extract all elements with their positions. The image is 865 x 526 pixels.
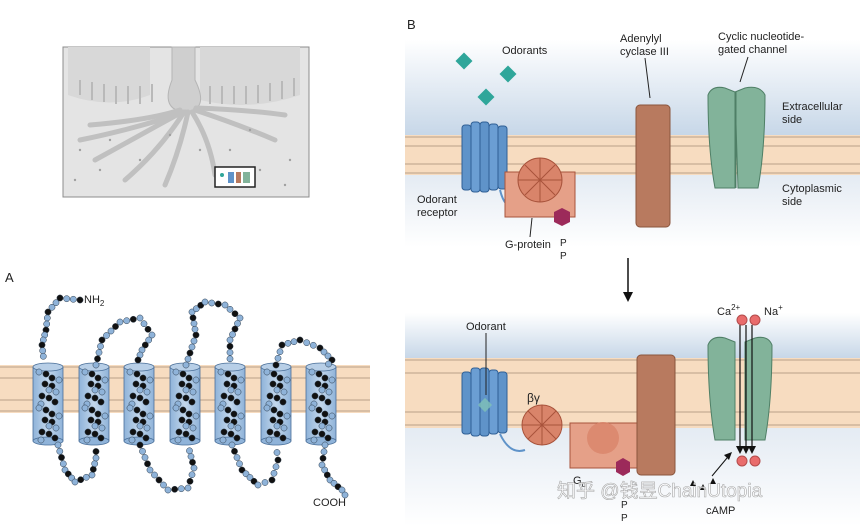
adenylyl-label-1: Adenylyl <box>620 33 662 45</box>
n-terminus-label: NH2 <box>84 294 105 308</box>
channel-leader <box>739 56 749 83</box>
ions <box>736 314 761 467</box>
seven-transmembrane-helices <box>32 362 337 446</box>
odorant-receptor-top <box>461 121 521 207</box>
cytoplasmic-label-1: Cytoplasmic <box>782 183 842 195</box>
c-terminus-label: COOH <box>313 497 346 509</box>
panel-a-letter: A <box>5 270 14 285</box>
transition-arrow <box>623 258 633 302</box>
camp-molecules <box>690 452 732 490</box>
watermark: 知乎 @钱昱ChainUtopia <box>557 480 763 502</box>
phosphate-label-1: P <box>560 238 567 249</box>
receptor-loops <box>38 294 349 499</box>
cng-channel-bottom <box>707 325 773 454</box>
odorant-label: Odorant <box>466 321 506 333</box>
g-alpha-subunit <box>569 422 639 476</box>
odorants-label: Odorants <box>502 45 548 57</box>
g-protein-label: G-protein <box>505 239 551 251</box>
extracellular-label-2: side <box>782 114 802 126</box>
beta-gamma-label: βγ <box>527 391 540 405</box>
g-alpha-label: Gα <box>573 475 587 489</box>
adenylyl-leader <box>644 57 651 99</box>
extracellular-label-1: Extracellular <box>782 101 843 113</box>
cng-channel-top <box>707 86 766 189</box>
channel-label-2: gated channel <box>718 44 787 56</box>
g-protein-leader <box>529 217 533 238</box>
g-protein-top <box>504 157 576 226</box>
cilia-inset <box>62 46 310 198</box>
camp-label: cAMP <box>706 505 735 517</box>
adenylyl-cyclase-top <box>635 104 671 228</box>
phosphate-bottom-2: P <box>621 513 628 524</box>
cytoplasmic-label-2: side <box>782 196 802 208</box>
odorant-receptor-bottom <box>461 367 526 452</box>
channel-label-1: Cyclic nucleotide- <box>718 31 805 43</box>
adenylyl-cyclase-bottom <box>636 354 676 476</box>
phosphate-bottom-1: P <box>621 500 628 511</box>
phosphate-label-2: P <box>560 251 567 262</box>
adenylyl-label-2: cyclase III <box>620 46 669 58</box>
g-beta-gamma <box>521 404 563 446</box>
receptor-label-1: Odorant <box>417 194 457 206</box>
calcium-label: Ca2+ <box>717 303 741 318</box>
panel-b-letter: B <box>407 17 416 32</box>
receptor-label-2: receptor <box>417 207 458 219</box>
sodium-label: Na+ <box>764 303 783 318</box>
